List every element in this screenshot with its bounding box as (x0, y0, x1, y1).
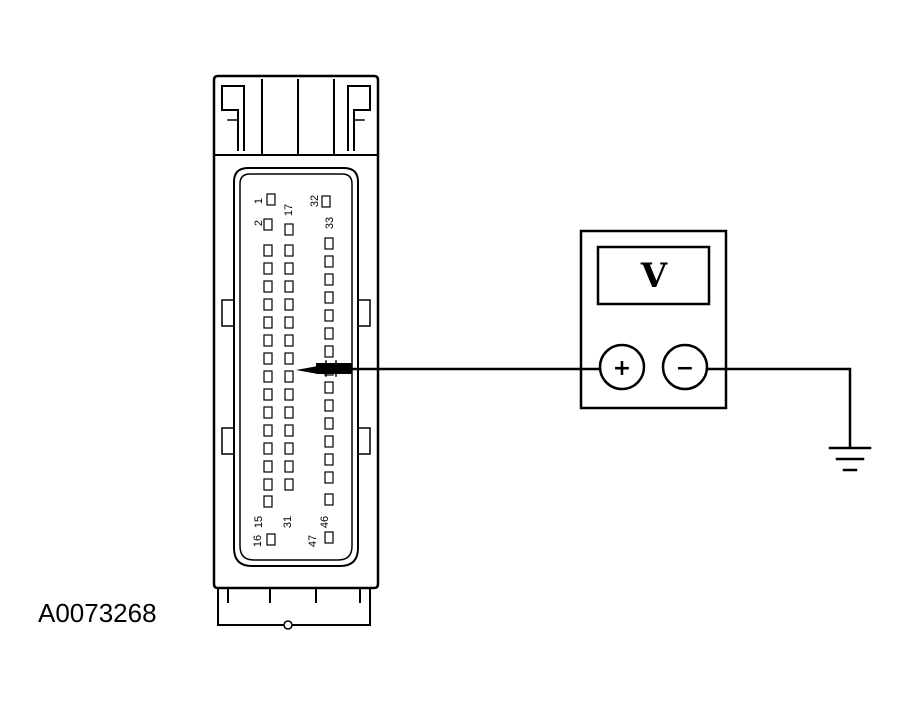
pin-22 (284, 316, 294, 329)
pin-31 (284, 478, 294, 491)
pin-38 (324, 327, 334, 340)
pin-9 (263, 352, 273, 365)
pin-label-15: 15 (253, 516, 265, 528)
pin-16 (266, 533, 276, 546)
positive-terminal: + (598, 343, 646, 391)
pin-30 (284, 460, 294, 473)
pin-19 (284, 262, 294, 275)
pin-label-1: 1 (253, 198, 265, 204)
voltmeter: V + − (579, 229, 728, 410)
pin-1 (266, 193, 276, 206)
pin-label-17: 17 (283, 204, 295, 216)
voltmeter-symbol: V (640, 256, 668, 296)
pin-25 (284, 370, 294, 383)
pin-label-16: 16 (252, 535, 264, 547)
pin-39 (324, 345, 334, 358)
pin-17 (284, 223, 294, 236)
figure-id: A0073268 (38, 598, 157, 628)
pin-27 (284, 406, 294, 419)
ground-icon (828, 446, 872, 472)
pin-3 (263, 244, 273, 257)
pin-label-32: 32 (309, 195, 321, 207)
connector-leads (217, 587, 371, 630)
voltmeter-display (596, 245, 711, 306)
pin-15 (263, 495, 273, 508)
pin-label-33: 33 (324, 217, 336, 229)
pin-23 (284, 334, 294, 347)
pin-c3a (324, 493, 334, 506)
pin-41 (324, 381, 334, 394)
pin-18 (284, 244, 294, 257)
negative-lead-wire (705, 367, 852, 449)
pin-33 (324, 237, 334, 250)
pin-29 (284, 442, 294, 455)
pin-28 (284, 424, 294, 437)
pin-34 (324, 255, 334, 268)
pin-10 (263, 370, 273, 383)
pin-26 (284, 388, 294, 401)
pin-11 (263, 388, 273, 401)
pin-24 (284, 352, 294, 365)
pin-43 (324, 417, 334, 430)
pin-32 (321, 195, 331, 208)
pin-label-31: 31 (282, 516, 294, 528)
pin-6 (263, 298, 273, 311)
pin-13 (263, 424, 273, 437)
pin-35 (324, 273, 334, 286)
pin-label-46: 46 (319, 516, 331, 528)
pin-label-2: 2 (253, 220, 265, 226)
negative-symbol: − (676, 356, 694, 381)
pin-21 (284, 298, 294, 311)
pin-47 (324, 531, 334, 544)
pin-42 (324, 399, 334, 412)
pin-2 (263, 218, 273, 231)
positive-symbol: + (613, 356, 631, 381)
pin-12 (263, 406, 273, 419)
pin-5 (263, 280, 273, 293)
pin-46 (324, 471, 334, 484)
pin-7 (263, 316, 273, 329)
pin-14 (263, 442, 273, 455)
pin-44 (324, 435, 334, 448)
pin-8 (263, 334, 273, 347)
probe-icon (296, 360, 352, 377)
pin-c1a (263, 460, 273, 473)
connector: 1 2 15 16 17 31 32 33 46 47 (212, 74, 380, 630)
pin-c1b (263, 478, 273, 491)
pin-20 (284, 280, 294, 293)
pin-4 (263, 262, 273, 275)
connector-pins (263, 193, 334, 546)
negative-terminal: − (661, 343, 709, 391)
pin-45 (324, 453, 334, 466)
pin-36 (324, 291, 334, 304)
pin-label-47: 47 (307, 535, 319, 547)
pin-37 (324, 309, 334, 322)
